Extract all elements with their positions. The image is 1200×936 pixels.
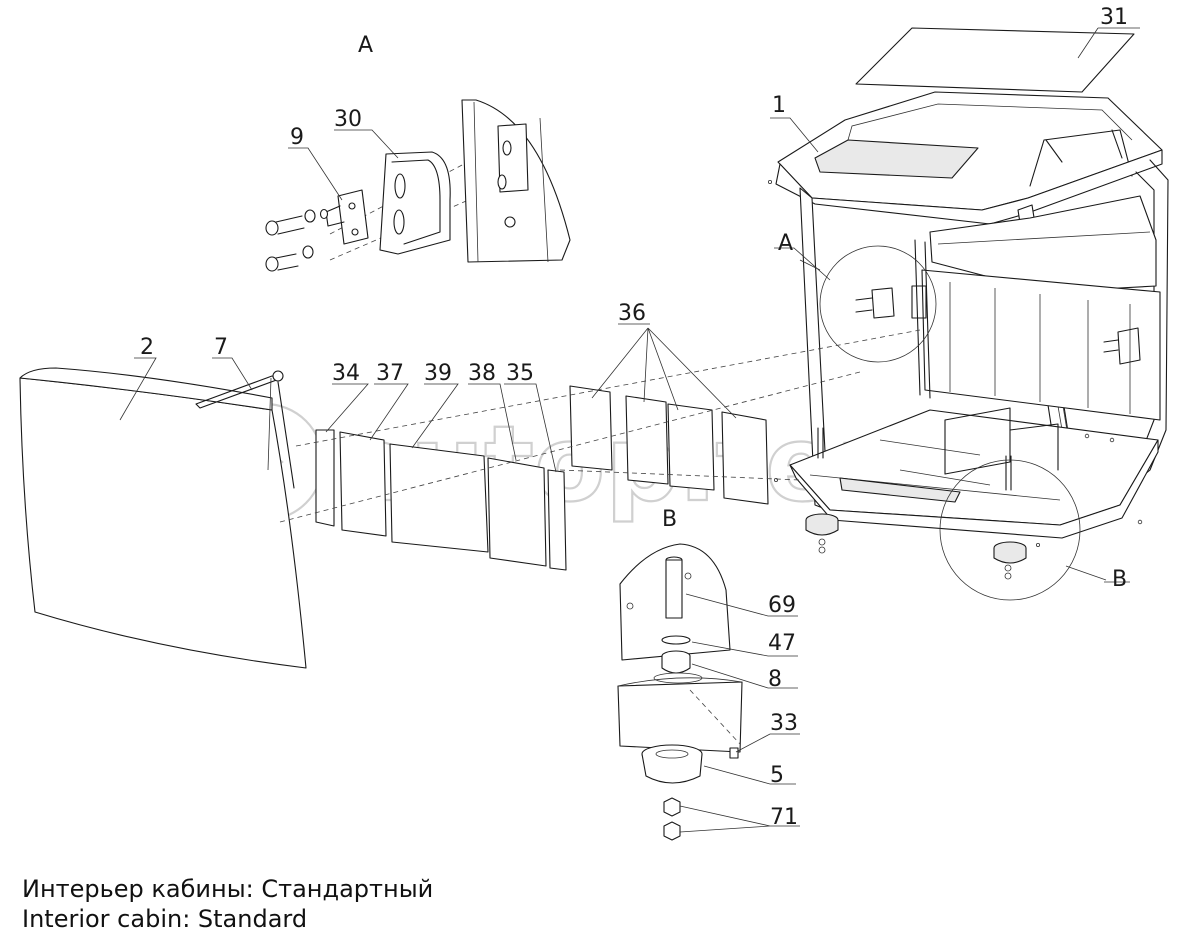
label-part-35: 35	[506, 361, 534, 386]
label-part-47: 47	[768, 631, 796, 656]
label-part-7: 7	[214, 335, 228, 360]
label-part-33: 33	[770, 711, 798, 736]
label-part-38: 38	[468, 361, 496, 386]
callout-label-b: B	[1112, 567, 1127, 592]
view-label-a: A	[358, 33, 373, 58]
label-part-30: 30	[334, 107, 362, 132]
part-39-panel	[389, 443, 489, 553]
part-35-panel	[547, 469, 567, 571]
callout-label-a: A	[778, 231, 793, 256]
caption-english: Interior cabin: Standard	[22, 905, 308, 933]
detail-b-assembly	[617, 543, 743, 841]
detail-a-assembly	[265, 99, 571, 272]
part-31-roof-panel	[855, 27, 1135, 93]
label-part-2: 2	[140, 335, 154, 360]
label-part-8: 8	[768, 667, 782, 692]
label-part-69: 69	[768, 593, 796, 618]
part-37-panel	[339, 431, 387, 537]
part-36-panels	[569, 385, 769, 505]
part-2-windshield	[19, 367, 307, 669]
label-part-1: 1	[772, 93, 786, 118]
part-1-cabin-frame	[768, 91, 1169, 580]
label-part-5: 5	[770, 763, 784, 788]
caption-russian: Интерьер кабины: Стандартный	[22, 875, 434, 903]
label-part-71: 71	[770, 805, 798, 830]
view-label-b: B	[662, 507, 677, 532]
label-part-37: 37	[376, 361, 404, 386]
part-labels: A B A B 1 2 5 7 8 9 30 31 33 34 35 36 37…	[140, 5, 1128, 830]
label-part-39: 39	[424, 361, 452, 386]
leader-lines	[119, 27, 1140, 833]
interior-panels-row	[315, 429, 567, 571]
label-part-36: 36	[618, 301, 646, 326]
part-7-wiper	[195, 370, 295, 489]
label-part-31: 31	[1100, 5, 1128, 30]
label-part-34: 34	[332, 361, 360, 386]
part-38-panel	[487, 457, 547, 567]
callout-circle-b	[939, 459, 1107, 601]
label-part-9: 9	[290, 125, 304, 150]
